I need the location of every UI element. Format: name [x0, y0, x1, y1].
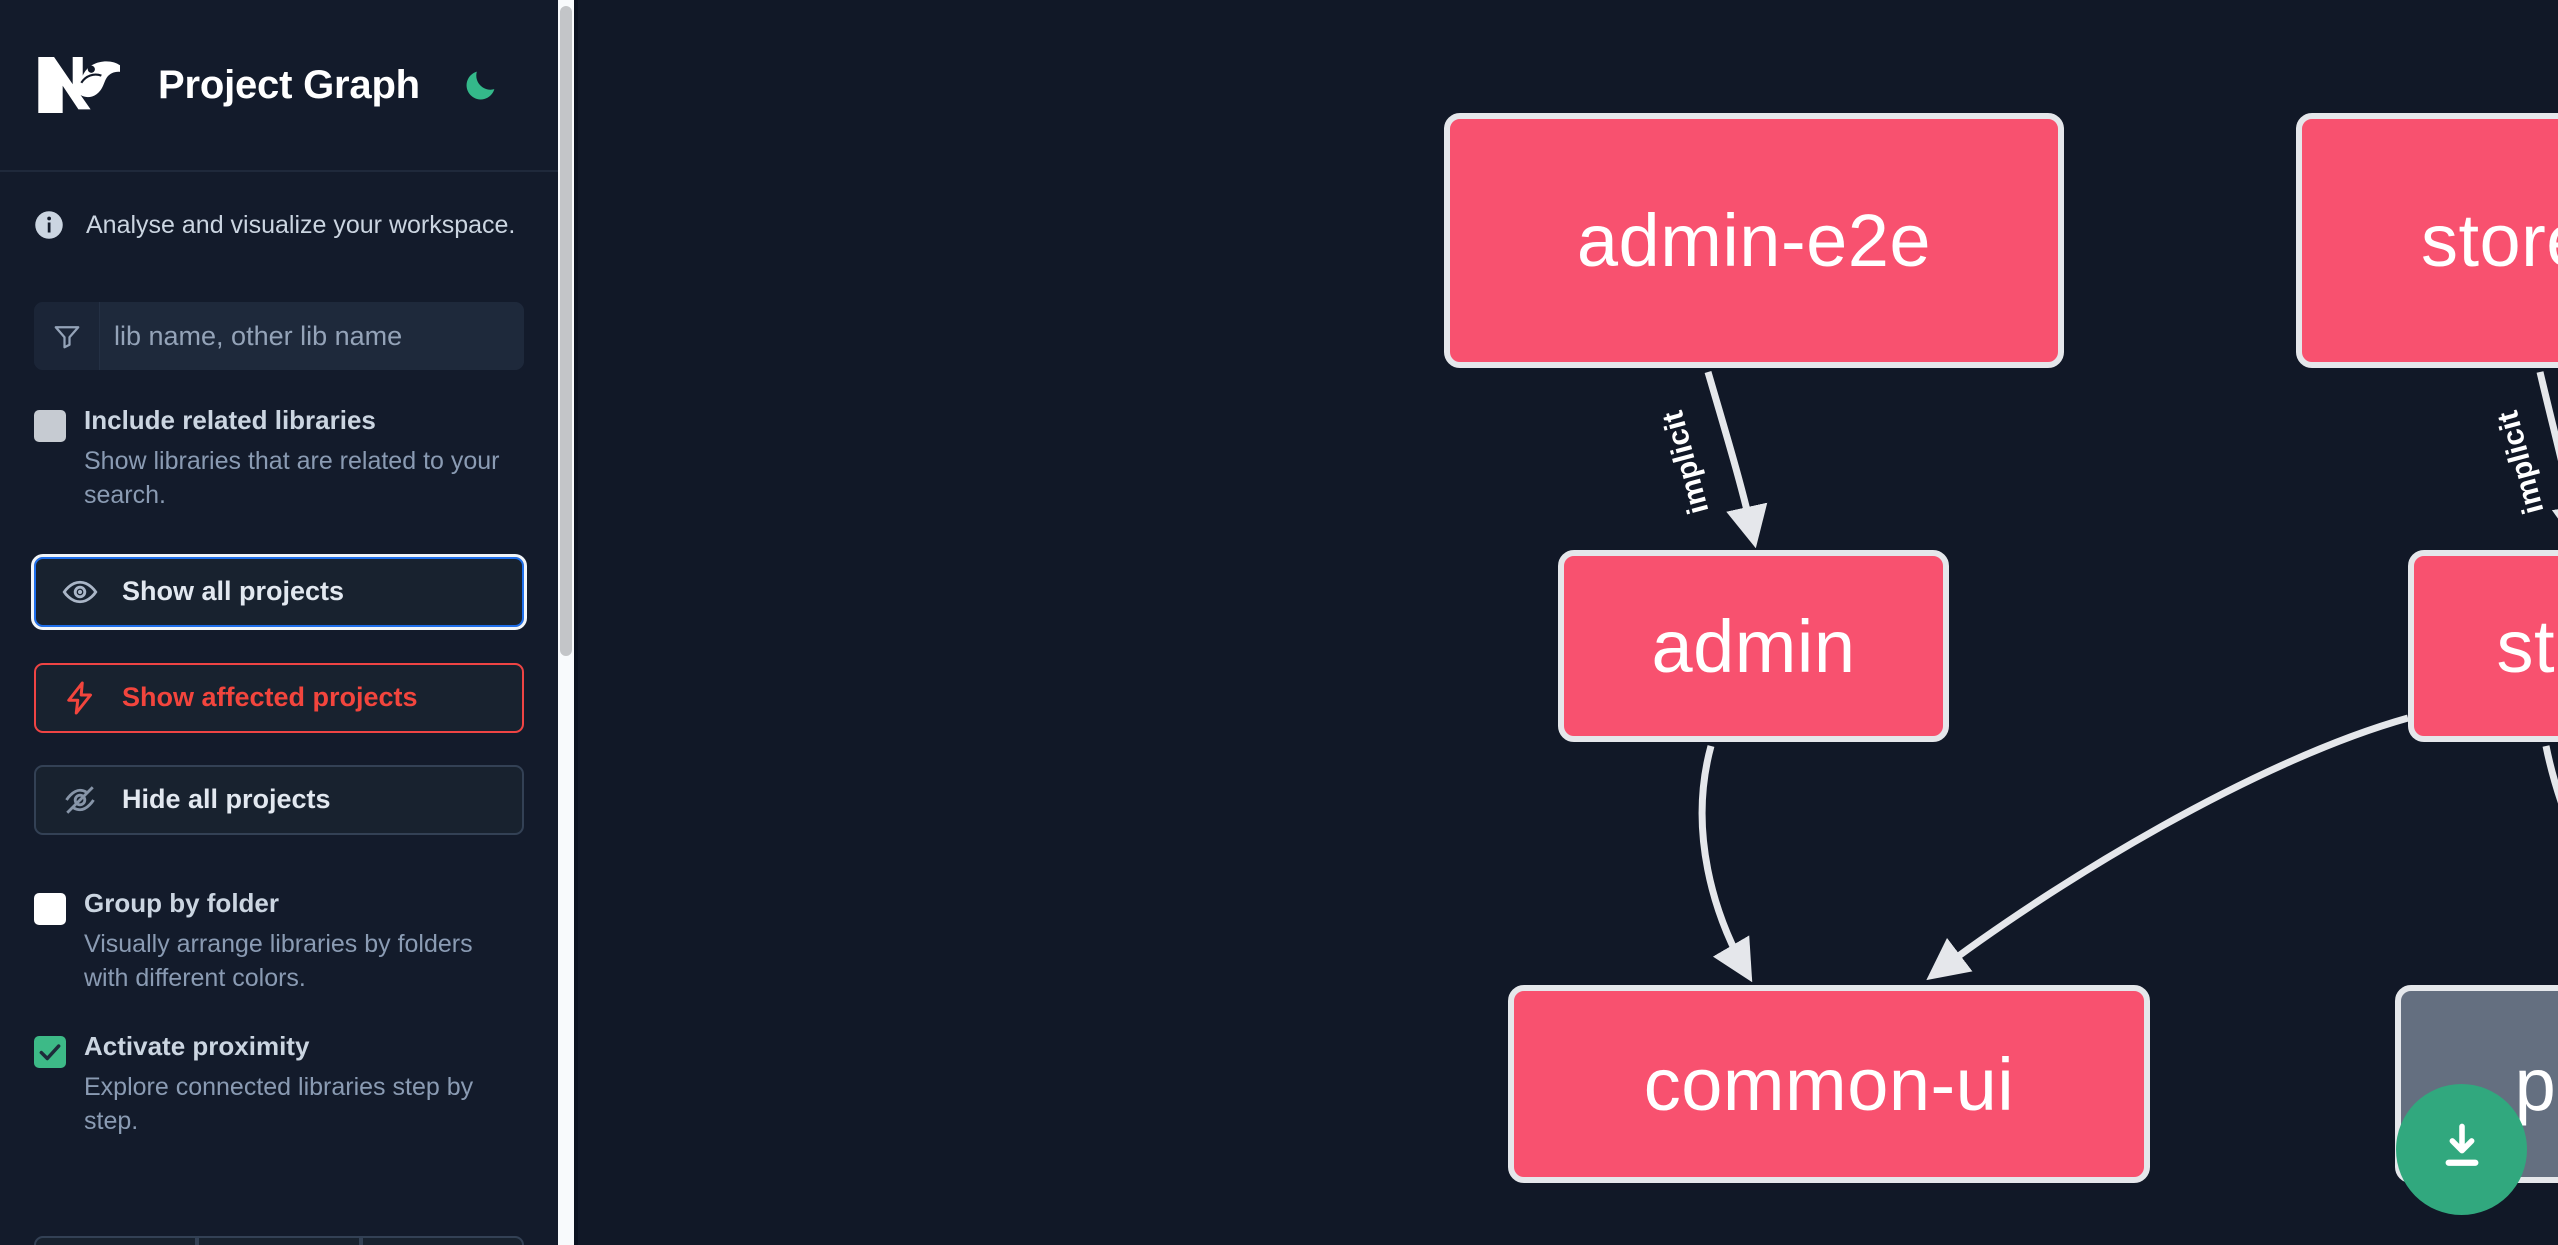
graph-node-common-ui[interactable]: common-ui: [1508, 985, 2150, 1183]
node-label: admin-e2e: [1576, 199, 1932, 282]
checkbox-description: Visually arrange libraries by folders wi…: [84, 929, 473, 993]
graph-node-admin[interactable]: admin: [1558, 550, 1949, 742]
segment-1[interactable]: [34, 1236, 198, 1245]
checkbox-label: Include related libraries: [84, 405, 376, 435]
search-bar[interactable]: [34, 302, 524, 370]
show-affected-projects-label: Show affected projects: [122, 682, 418, 713]
eye-icon: [62, 574, 108, 610]
graph-edges: implicit implicit: [1656, 371, 2558, 983]
sidebar-scrollbar-thumb[interactable]: [560, 6, 572, 656]
show-all-projects-label: Show all projects: [122, 576, 345, 607]
workspace-info: Analyse and visualize your workspace.: [0, 172, 558, 240]
hide-all-projects-label: Hide all projects: [122, 784, 331, 815]
edge-admin-e2e-to-admin: [1704, 371, 1768, 549]
edge-store-to-common-ui: [1926, 714, 2409, 981]
segment-2[interactable]: [197, 1236, 361, 1245]
eye-off-icon: [62, 782, 108, 818]
lightning-bolt-icon: [62, 680, 108, 716]
checkbox-box[interactable]: [34, 410, 66, 442]
checkbox-label: Activate proximity: [84, 1030, 310, 1061]
segment-3[interactable]: [360, 1236, 524, 1245]
checkbox-activate-proximity[interactable]: Activate proximity Explore connected lib…: [34, 1030, 524, 1139]
checkbox-description: Show libraries that are related to your …: [84, 446, 500, 510]
node-label: admin: [1651, 604, 1856, 688]
edge-label-implicit-admin: implicit: [1656, 407, 1715, 517]
node-label: common-ui: [1643, 1042, 2015, 1126]
show-affected-projects-button[interactable]: Show affected projects: [34, 662, 524, 733]
checkbox-box[interactable]: [34, 1035, 66, 1068]
search-input[interactable]: [100, 302, 524, 370]
edge-store-to-products: [2542, 745, 2558, 804]
filter-funnel-icon: [34, 302, 100, 370]
download-icon: [2433, 1118, 2491, 1181]
nx-logo-icon: [34, 52, 128, 118]
hide-all-projects-button[interactable]: Hide all projects: [34, 764, 524, 835]
graph-canvas[interactable]: implicit implicit admin-e2e store-e2e ad…: [578, 0, 2558, 1245]
sidebar: Project Graph Analyse and visualize your…: [0, 0, 558, 1245]
graph-node-admin-e2e[interactable]: admin-e2e: [1444, 113, 2064, 368]
info-circle-icon: [34, 210, 64, 240]
edge-store-e2e-to-store: [2536, 371, 2558, 549]
show-all-projects-button[interactable]: Show all projects: [31, 553, 527, 630]
edge-admin-to-common-ui: [1698, 745, 1753, 983]
workspace-info-text: Analyse and visualize your workspace.: [86, 210, 516, 239]
checkbox-description: Explore connected libraries step by step…: [84, 1072, 474, 1136]
sidebar-header: Project Graph: [0, 0, 558, 172]
checkbox-box[interactable]: [34, 892, 66, 925]
moon-icon[interactable]: [458, 62, 504, 108]
download-graph-button[interactable]: [2396, 1084, 2527, 1215]
checkbox-include-related-libraries[interactable]: Include related libraries Show libraries…: [34, 405, 524, 513]
page-title: Project Graph: [158, 62, 420, 107]
checkbox-group-by-folder[interactable]: Group by folder Visually arrange librari…: [34, 887, 524, 996]
sidebar-scrollbar[interactable]: [558, 0, 574, 1245]
graph-node-store-e2e[interactable]: store-e2e: [2296, 113, 2558, 368]
node-label: store: [2496, 604, 2558, 688]
node-label: products: [2514, 1042, 2558, 1126]
edge-label-implicit-store: implicit: [2491, 407, 2550, 517]
graph-node-store[interactable]: store: [2408, 550, 2558, 742]
node-label: store-e2e: [2420, 199, 2558, 282]
checkbox-label: Group by folder: [84, 887, 279, 918]
layout-segmented-control[interactable]: [34, 1236, 524, 1245]
sidebar-divider: [574, 0, 578, 1245]
